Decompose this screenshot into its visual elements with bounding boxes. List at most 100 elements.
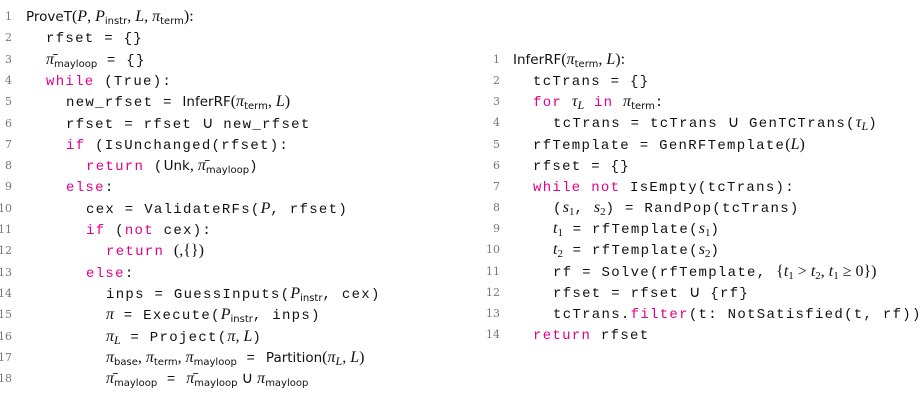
code-token: instr — [230, 314, 253, 326]
code-token: P — [290, 284, 301, 302]
code-token: InferRF — [513, 52, 562, 68]
code-token: : — [124, 265, 135, 282]
code-token: L — [335, 353, 343, 368]
code-text: inps = GuessInputs(Pinstr, cex) — [106, 284, 381, 306]
code-token: , — [127, 8, 136, 25]
code-token: π — [152, 8, 161, 25]
keyword-token: return — [86, 159, 145, 176]
line-number: 9 — [493, 222, 500, 236]
code-token: π — [145, 348, 154, 366]
code-token: = rfTemplate( — [562, 222, 699, 239]
code-text: t2 = rfTemplate(s2) — [553, 240, 720, 261]
code-token: s — [698, 220, 706, 238]
code-token: rfset — [591, 327, 650, 344]
code-token: Partition — [265, 349, 323, 366]
line-number: 4 — [5, 73, 12, 87]
code-token: 1 — [788, 269, 794, 282]
code-token: IsEmpty(tcTrans): — [620, 179, 795, 196]
code-token: t — [783, 262, 789, 280]
code-token: , — [820, 262, 829, 280]
code-token: (IsUnchanged(rfset): — [85, 137, 290, 154]
code-text: return (Unk, π̄mayloop) — [86, 156, 259, 178]
code-token: 1 — [705, 227, 711, 240]
code-token: π — [185, 348, 194, 366]
code-token: , — [144, 8, 153, 25]
code-token: P — [77, 8, 88, 25]
code-token: π̄ — [46, 50, 55, 68]
code-token: rfTemplate = GenRFTemplate — [533, 137, 786, 154]
code-token: instr — [104, 16, 128, 27]
code-token: > — [793, 262, 811, 280]
code-token: ∪ — [201, 114, 214, 132]
code-token: term — [160, 16, 184, 27]
code-token: π̄ — [186, 370, 195, 388]
code-text: tcTrans.filter(t: NotSatisfied(t, rf)) — [553, 304, 920, 325]
code-text: rfTemplate = GenRFTemplate(L) — [533, 135, 805, 156]
line-number: 7 — [493, 179, 500, 193]
code-text: if (IsUnchanged(rfset): — [66, 135, 289, 156]
keyword-token: return — [106, 244, 165, 261]
keyword-token: not — [124, 223, 154, 239]
code-token: tcTrans = tcTrans — [553, 116, 728, 133]
code-token: 2 — [815, 269, 821, 282]
code-text: rf = Solve(rfTemplate, {t1 > t2, t1 ≥ 0}… — [553, 262, 877, 283]
code-token: , rfset) — [270, 201, 349, 218]
code-token: L — [350, 348, 360, 366]
code-token: (t: NotSatisfied(t, rf)) — [688, 306, 920, 323]
code-token: π — [236, 93, 245, 111]
code-text: t1 = rfTemplate(s1) — [553, 219, 720, 240]
code-token — [613, 95, 623, 111]
line-number: 10 — [486, 243, 500, 257]
code-token: ) — [359, 348, 365, 366]
code-token: , — [189, 157, 198, 175]
code-text: rfset = {} — [46, 28, 143, 49]
code-token: L — [243, 327, 253, 345]
keyword-token: for — [533, 95, 563, 112]
code-token: = Execute( — [114, 308, 221, 325]
line-number: 14 — [0, 286, 12, 300]
code-token: ) — [710, 243, 721, 260]
code-token — [164, 244, 174, 260]
line-number: 8 — [493, 201, 500, 215]
line-number: 9 — [5, 180, 12, 194]
code-token: ): — [615, 51, 626, 68]
code-token: ( — [785, 135, 791, 153]
line-number: 11 — [486, 264, 500, 278]
code-token: { — [776, 262, 784, 280]
code-token: 2 — [600, 206, 606, 219]
code-token: , — [137, 348, 146, 366]
code-token: ≥ 0}) — [838, 262, 877, 280]
code-token: ( — [144, 159, 164, 176]
line-number: 13 — [0, 265, 12, 279]
code-text: return (,{}) — [106, 241, 204, 262]
code-token: P — [95, 8, 105, 25]
code-token: mayloop — [194, 378, 238, 390]
line-number: 2 — [493, 74, 500, 88]
code-token: rfset = {} — [46, 31, 144, 48]
code-token: ): — [183, 8, 194, 25]
code-token: = — [157, 372, 187, 389]
line-number: 8 — [5, 159, 12, 173]
code-text: else: — [66, 177, 115, 198]
code-token: π — [623, 93, 632, 111]
code-token: term — [244, 101, 268, 113]
line-number: 10 — [0, 201, 12, 215]
code-token: π — [566, 51, 575, 68]
code-token: τ — [571, 93, 578, 111]
code-token: GenTCTrans( — [739, 116, 856, 133]
code-token: 1 — [833, 269, 839, 282]
code-text: cex = ValidateRFs(P, rfset) — [86, 199, 348, 220]
line-number: 5 — [5, 95, 12, 109]
code-token: ( — [322, 348, 328, 366]
code-token: rfset = rfset — [66, 116, 202, 133]
code-token: , inps) — [252, 308, 321, 325]
line-number: 13 — [486, 306, 500, 320]
code-token: Unk — [163, 158, 190, 175]
code-token: π̄ — [106, 370, 115, 388]
line-number: 1 — [5, 10, 12, 23]
code-token: P — [220, 306, 231, 324]
code-token: rf = Solve(rfTemplate, — [553, 264, 777, 281]
code-token: P — [260, 199, 271, 217]
code-token: ∪ — [688, 283, 701, 301]
code-token: 2 — [557, 248, 563, 261]
